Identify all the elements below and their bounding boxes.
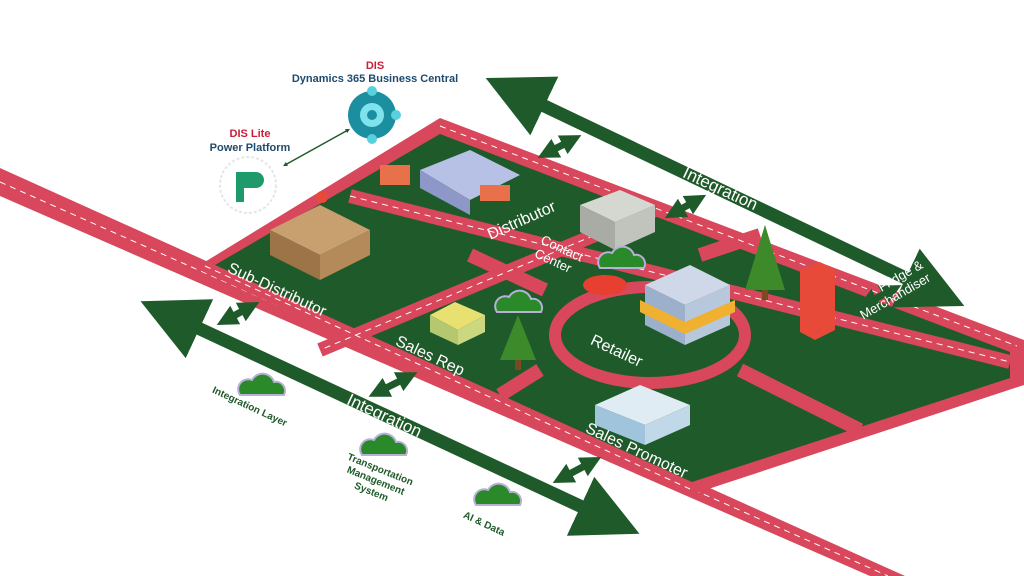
sub-distributor-building: [270, 191, 370, 280]
dis-label: DIS: [365, 60, 385, 72]
fridge: [800, 262, 835, 340]
link-arrows: [216, 135, 902, 483]
dis-lite-label: DIS Lite: [229, 128, 271, 140]
business-central-logo: [348, 86, 401, 144]
cloud-icon-ai-data: [473, 482, 523, 506]
cloud-icon-tms: [359, 432, 409, 456]
dis-lite-product-label: Power Platform: [209, 142, 291, 154]
integration-arrow-top: [485, 76, 965, 308]
cloud-icon-sales-rep: [494, 289, 544, 313]
dis-product-label: Dynamics 365 Business Central: [291, 73, 459, 85]
cloud-icon-contact-center: [597, 245, 647, 269]
dis-link-arrow: [283, 128, 350, 167]
power-platform-logo: [219, 156, 277, 214]
cloud-icon-integration-layer: [237, 372, 287, 396]
integration-arrow-bottom: [140, 299, 640, 536]
